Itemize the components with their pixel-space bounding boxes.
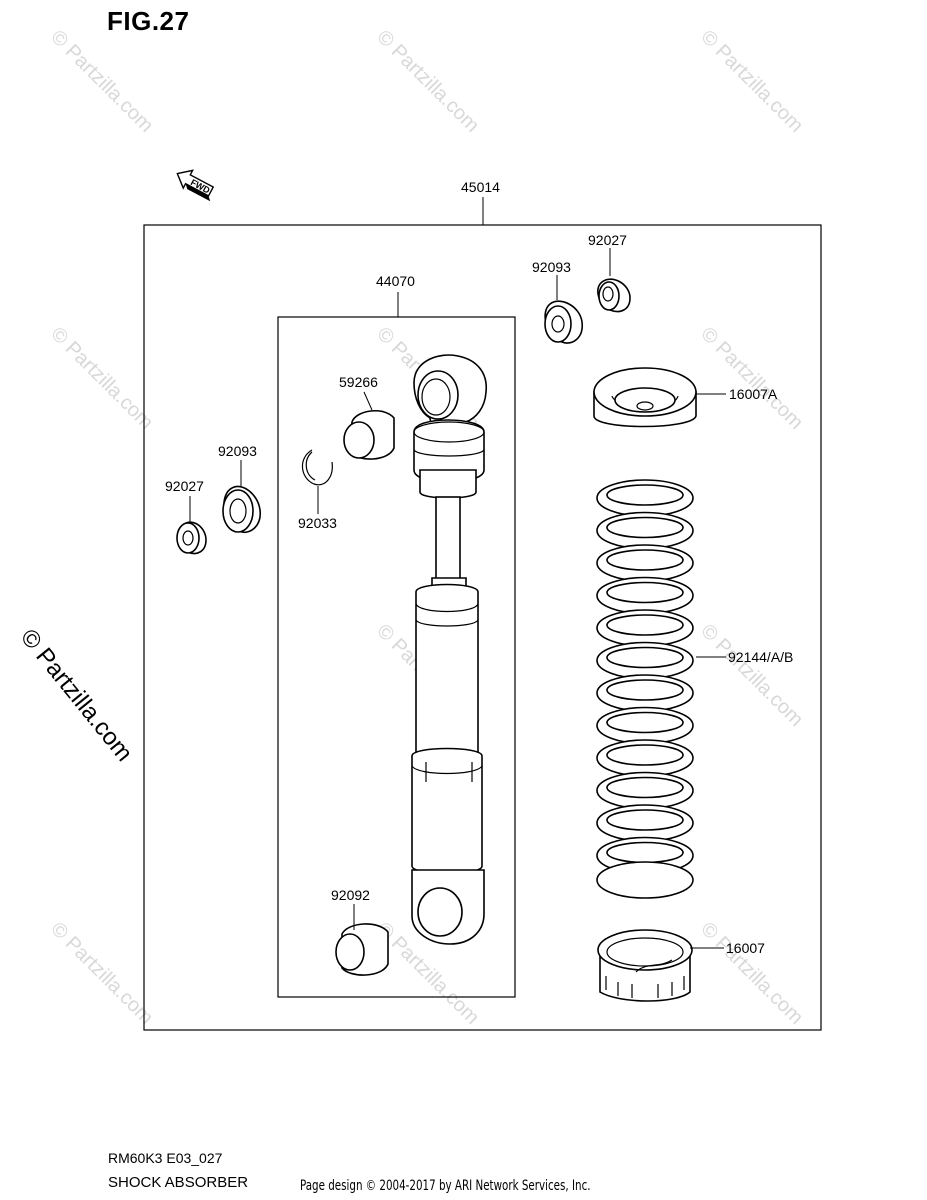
spring-coil-inner	[606, 841, 684, 864]
part-label-collar-upper[interactable]: 59266	[339, 374, 378, 390]
part-label-assembly[interactable]: 45014	[461, 179, 500, 195]
collar-lower-part[interactable]	[335, 923, 389, 976]
spring-coil-inner	[606, 776, 684, 799]
watermark-text: © Partzilla.com	[372, 26, 483, 137]
watermark-text: © Partzilla.com	[46, 918, 157, 1029]
part-label-seal-right[interactable]: 92027	[588, 232, 627, 248]
part-label-adjuster-nut[interactable]: 16007	[726, 940, 765, 956]
diagram-name: SHOCK ABSORBER	[108, 1174, 249, 1191]
part-label-bearing-left[interactable]: 92093	[218, 443, 257, 459]
part-label-spring-seat[interactable]: 16007A	[729, 386, 778, 402]
bearing-left-part[interactable]	[222, 485, 261, 534]
fwd-arrow-icon: FWD	[176, 169, 215, 202]
watermark-text: © Partzilla.com	[696, 620, 807, 731]
part-label-shock-unit[interactable]: 44070	[376, 273, 415, 289]
shock-unit-frame	[277, 316, 516, 998]
spring-coil-inner	[606, 679, 684, 701]
shock-absorber-part[interactable]	[411, 354, 487, 945]
part-label-bearing-right[interactable]: 92093	[532, 259, 571, 275]
watermark-text: © Partzilla.com	[46, 26, 157, 137]
bearing-right-part[interactable]	[544, 300, 583, 344]
spring-coil-inner	[606, 809, 684, 831]
seal-right-part[interactable]	[597, 278, 631, 313]
part-label-seal-left[interactable]: 92027	[165, 478, 204, 494]
part-label-collar-lower[interactable]: 92092	[331, 887, 370, 903]
spring-coil-inner	[606, 484, 684, 506]
circlip-part[interactable]	[301, 449, 333, 486]
spring-coil-inner	[606, 614, 684, 636]
adjuster-nut-part[interactable]	[597, 929, 693, 1002]
watermark-text: © Partzilla.com	[696, 918, 807, 1029]
diagram-code: RM60K3 E03_027	[108, 1150, 223, 1166]
spring-coil-inner	[606, 744, 684, 766]
spring-coil-inner	[606, 646, 684, 669]
spring-coil-inner	[606, 711, 684, 734]
part-label-spring[interactable]: 92144/A/B	[728, 649, 793, 665]
watermark-text: © Partzilla.com	[46, 323, 157, 434]
page-design-credit: Page design © 2004-2017 by ARI Network S…	[300, 1178, 591, 1194]
collar-upper-part[interactable]	[343, 410, 395, 460]
spring-seat-part[interactable]	[593, 367, 697, 428]
spring-coil-inner	[606, 581, 684, 604]
seal-left-part[interactable]	[176, 521, 207, 555]
spring-coil-inner	[606, 516, 684, 539]
watermark-text: © Partzilla.com	[696, 323, 807, 434]
part-label-circlip[interactable]: 92033	[298, 515, 337, 531]
spring-end-coil	[596, 861, 694, 899]
spring-coil-inner	[606, 549, 684, 571]
figure-title: FIG.27	[107, 6, 190, 36]
watermark-text: © Partzilla.com	[696, 26, 807, 137]
spring-part[interactable]	[596, 479, 694, 899]
